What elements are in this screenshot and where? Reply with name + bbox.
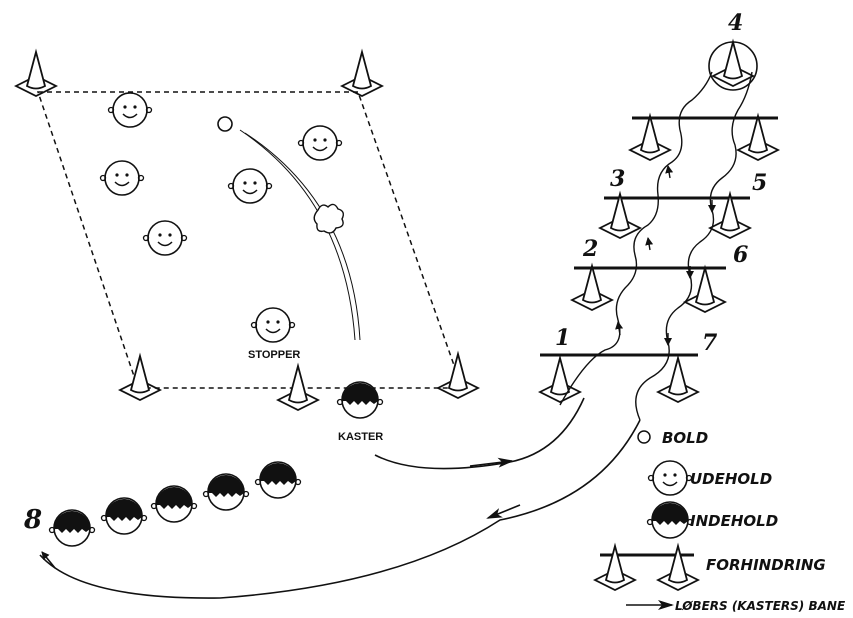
cone-icon bbox=[437, 353, 479, 399]
smiley-face-icon bbox=[227, 168, 273, 204]
cone-icon bbox=[341, 51, 383, 97]
runner-path-down bbox=[635, 71, 753, 421]
cone-icon bbox=[571, 265, 613, 311]
cone-icon bbox=[629, 115, 671, 161]
ball-trajectory bbox=[239, 129, 356, 341]
smiley-face-icon bbox=[107, 92, 153, 128]
smiley-face-icon bbox=[250, 307, 296, 343]
cone-icon bbox=[15, 51, 57, 97]
cone-icon bbox=[737, 115, 779, 161]
station-number-4: 4 bbox=[728, 10, 743, 36]
legend-ball-label: BOLD bbox=[662, 429, 708, 447]
station-number-1: 1 bbox=[555, 325, 570, 351]
cone-icon bbox=[594, 545, 636, 591]
cone-icon bbox=[657, 545, 699, 591]
legend-runner-path-label: LØBERS (KASTERS) BANE bbox=[675, 599, 846, 613]
dark-haired-face-icon bbox=[646, 501, 694, 539]
legend-obstacle-label: FORHINDRING bbox=[706, 556, 826, 574]
ball-icon bbox=[637, 430, 651, 444]
smiley-face-icon bbox=[297, 125, 343, 161]
ball-icon bbox=[217, 116, 233, 132]
dark-haired-face-icon bbox=[202, 473, 250, 511]
station-number-5: 5 bbox=[752, 170, 767, 196]
cone-icon bbox=[119, 355, 161, 401]
station-number-7: 7 bbox=[702, 330, 718, 356]
smiley-face-icon bbox=[142, 220, 188, 256]
station-number-6: 6 bbox=[733, 242, 748, 268]
station-number-3: 3 bbox=[610, 166, 625, 192]
dark-haired-face-icon bbox=[150, 485, 198, 523]
ball-impact-cloud bbox=[313, 203, 345, 234]
cone-icon bbox=[712, 41, 754, 87]
station-number-8: 8 bbox=[23, 505, 42, 535]
dark-haired-face-icon bbox=[100, 497, 148, 535]
legend-outfield-label: UDEHOLD bbox=[690, 470, 772, 488]
smiley-face-icon bbox=[99, 160, 145, 196]
runner-path-up bbox=[559, 71, 713, 406]
return-run-arrow bbox=[39, 419, 641, 599]
legend-infield-label: INDEHOLD bbox=[690, 512, 778, 530]
cone-icon bbox=[709, 193, 751, 239]
cone-icon bbox=[657, 357, 699, 403]
cone-icon bbox=[599, 193, 641, 239]
cone-icon bbox=[539, 357, 581, 403]
dark-haired-face-icon bbox=[254, 461, 302, 499]
kaster-run-arrow bbox=[374, 397, 585, 470]
legend: BOLD UDEHOLD INDEHOLD FORHINDRING LØBERS… bbox=[594, 429, 846, 613]
dark-haired-face-icon bbox=[48, 509, 96, 547]
kaster-label: KASTER bbox=[338, 431, 383, 443]
station-number-2: 2 bbox=[582, 236, 598, 262]
stopper-label: STOPPER bbox=[248, 349, 300, 361]
smiley-face-icon bbox=[647, 460, 693, 496]
